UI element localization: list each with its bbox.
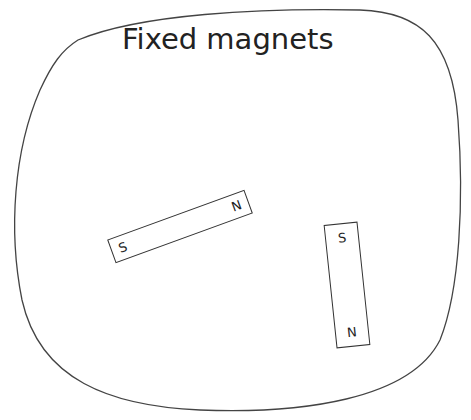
pole-label: N bbox=[230, 198, 244, 214]
pole-label: S bbox=[337, 231, 347, 245]
pole-label: N bbox=[346, 325, 357, 339]
region-outline bbox=[15, 10, 461, 411]
title: Fixed magnets bbox=[122, 22, 334, 56]
bar-magnet: SN bbox=[324, 222, 371, 349]
bar-magnet: SN bbox=[107, 189, 253, 262]
pole-label: S bbox=[117, 239, 129, 254]
